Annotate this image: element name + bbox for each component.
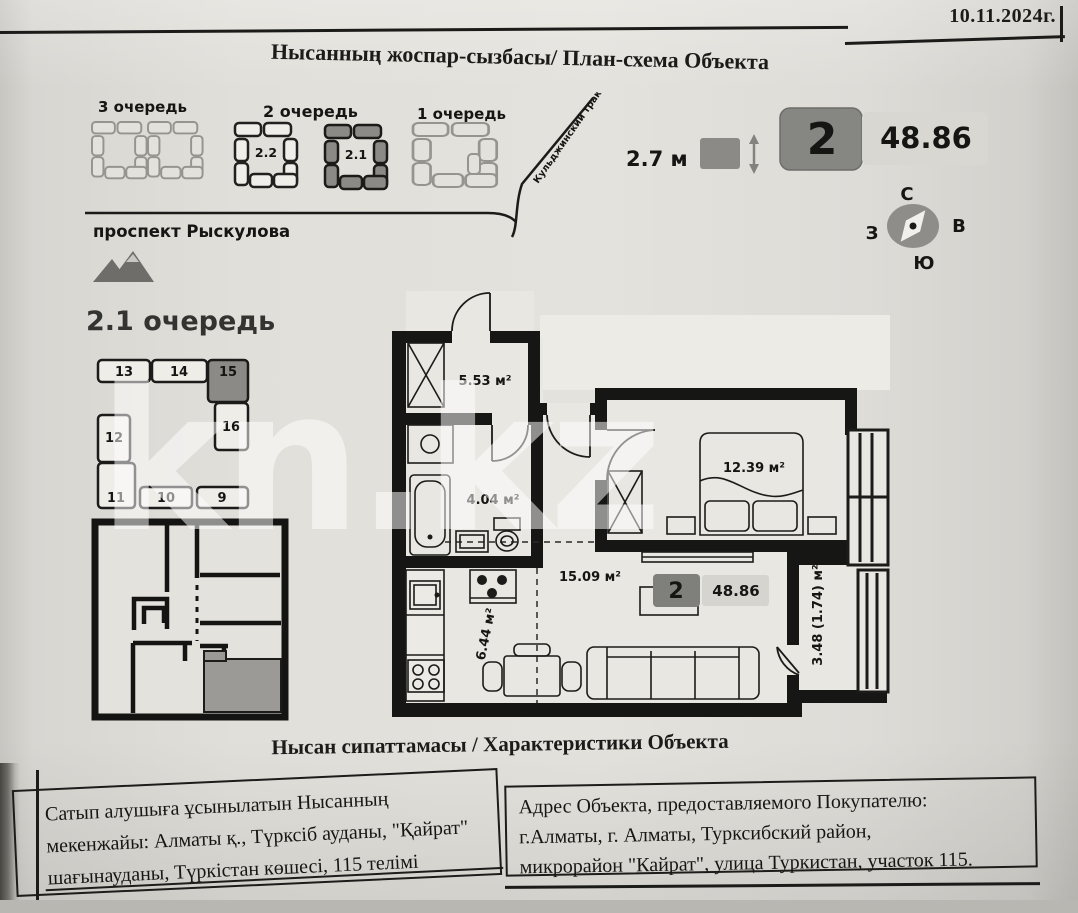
document-date: 10.11.2024г.	[949, 5, 1056, 27]
living-area-label: 15.09 м²	[559, 570, 621, 585]
block-15-label: 15	[219, 365, 237, 380]
balcony-windows	[846, 428, 890, 694]
apartment-floor-plan: 5.53 м² 4.04 м² 15.09 м² 12.39 м² 6.44 м…	[392, 291, 890, 717]
characteristics-title: Нысан сипаттамасы / Характеристики Объек…	[271, 728, 729, 760]
mountains-icon	[93, 251, 154, 282]
block-11-label: 11	[107, 491, 125, 506]
block-22-label: 2.2	[255, 145, 277, 160]
block-9	[195, 485, 250, 510]
highway-line	[510, 97, 594, 238]
queue3-building-b	[147, 121, 204, 180]
compass: С В З Ю	[866, 184, 966, 274]
top-frame-line	[0, 25, 848, 34]
block-9-label: 9	[217, 491, 226, 506]
avenue-label: проспект Рыскулова	[93, 222, 290, 241]
dining-table	[482, 643, 582, 697]
plan-badge-rooms: 2	[668, 579, 683, 604]
info-badge: 2 48.86	[779, 107, 988, 171]
toilet	[493, 517, 521, 552]
plan-info-badge: 2 48.86	[653, 574, 769, 607]
queue2-label: 2 очередь	[263, 102, 358, 121]
page-title: Нысанның жоспар-сызбасы/ План-схема Объе…	[270, 38, 770, 75]
block-16-label: 16	[222, 420, 240, 435]
cooktop	[469, 569, 517, 604]
balcony-area-label: 3.48 (1.74) м²	[811, 564, 826, 665]
site-plan: 3 очередь 2 очередь 1 очередь 2.2 2.1 Ку…	[85, 92, 988, 282]
ceiling-height-icon	[700, 134, 759, 174]
ceiling-height-label: 2.7 м	[626, 147, 688, 171]
badge-area: 48.86	[880, 121, 972, 155]
compass-east: В	[952, 216, 966, 237]
kitchen-counter	[405, 569, 445, 702]
compass-south: Ю	[913, 253, 934, 274]
badge-rooms: 2	[807, 114, 838, 165]
block-12-label: 12	[105, 431, 123, 446]
bathroom-sink	[455, 530, 489, 553]
nightstand-right	[807, 516, 837, 535]
kitchen-sink	[409, 580, 441, 610]
plan-badge-area: 48.86	[712, 582, 759, 600]
block-14-label: 14	[170, 365, 188, 380]
highlighted-apartment	[203, 658, 282, 713]
nightstand-left	[666, 516, 696, 535]
bed	[699, 432, 804, 536]
bathtub	[409, 474, 451, 556]
bedroom-area-label: 12.39 м²	[723, 461, 785, 476]
compass-west: З	[866, 223, 879, 244]
scan-gutter-shadow	[0, 763, 20, 900]
stove	[407, 659, 445, 693]
block-10	[138, 485, 194, 510]
bathroom-area-label: 4.04 м²	[467, 493, 520, 508]
hall-wardrobe	[407, 342, 445, 408]
bedroom-wardrobe	[607, 470, 643, 534]
bottom-frame-line	[504, 882, 1041, 889]
block-13	[96, 358, 152, 384]
queue-blocks-diagram: 13 14 15 16 12 11 10 9	[96, 358, 250, 510]
queue3-building-a	[91, 121, 148, 180]
date-underline	[844, 35, 1065, 45]
queue-detail-title: 2.1 очередь	[86, 306, 276, 337]
queue1-inner-block	[467, 153, 481, 175]
block-11	[96, 461, 137, 510]
washing-machine	[407, 424, 454, 464]
sofa	[586, 646, 760, 700]
right-frame-tick	[1060, 6, 1063, 42]
block-16	[213, 401, 250, 452]
queue3-label: 3 очередь	[98, 98, 187, 116]
queue1-label: 1 очередь	[417, 105, 506, 123]
block-13-label: 13	[115, 365, 133, 380]
address-ru-box: Адрес Объекта, предоставляемого Покупате…	[504, 776, 1038, 878]
left-frame-line	[36, 770, 39, 900]
block-10-label: 10	[157, 491, 175, 506]
queue1-building	[411, 121, 499, 189]
block-21-label: 2.1	[345, 147, 367, 162]
hallway-area-label: 5.53 м²	[459, 374, 512, 389]
avenue-line	[85, 211, 517, 223]
highway-label: Кульджинский тракт	[531, 92, 607, 186]
walls	[392, 331, 887, 717]
floor-overview-plan	[91, 518, 289, 721]
console-dresser	[641, 551, 754, 563]
compass-north: С	[900, 184, 913, 205]
